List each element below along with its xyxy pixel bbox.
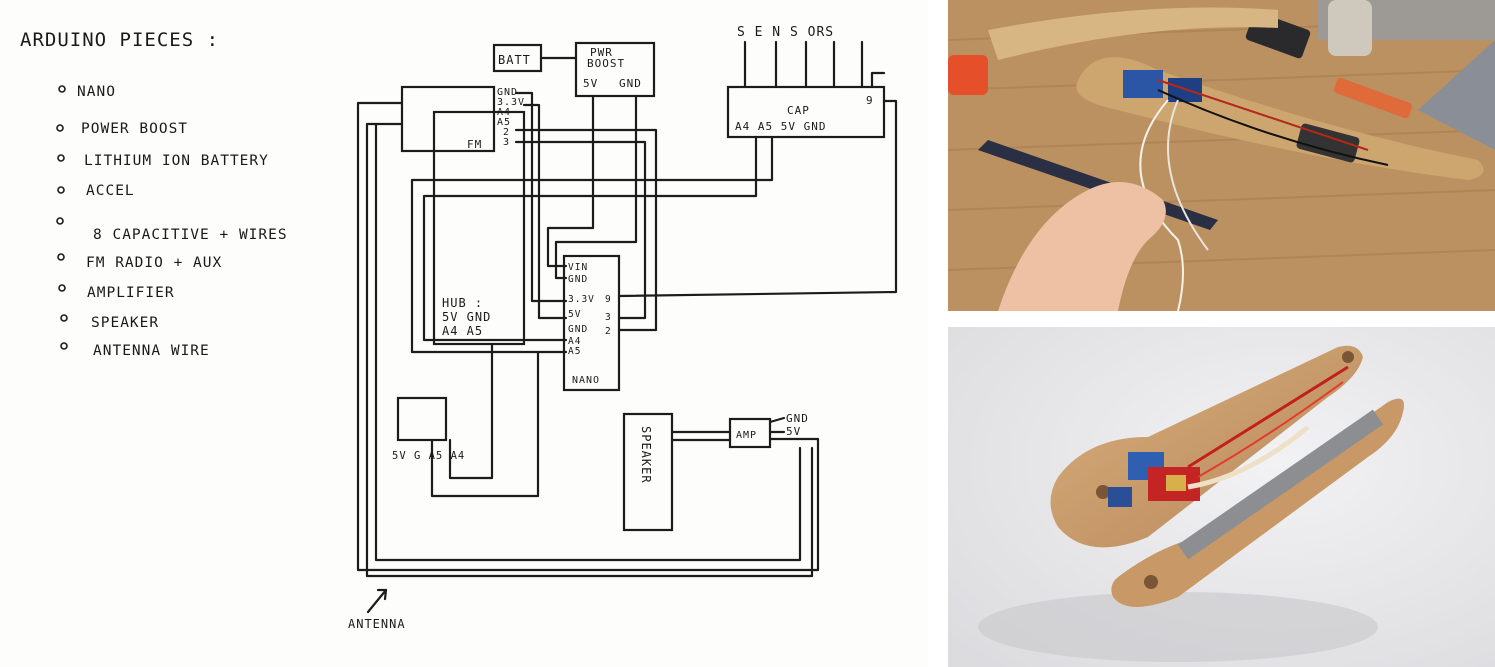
svg-text:5V: 5V	[568, 309, 581, 320]
svg-text:5V GND: 5V GND	[442, 310, 491, 324]
svg-text:3.3V: 3.3V	[497, 97, 525, 108]
amp-box: AMP GND 5V	[728, 412, 809, 449]
wires	[356, 71, 898, 614]
svg-text:3: 3	[605, 312, 612, 323]
svg-text:3: 3	[503, 137, 510, 148]
svg-text:SPEAKER: SPEAKER	[639, 426, 653, 484]
svg-text:5V G A5 A4: 5V G A5 A4	[392, 450, 465, 462]
fm-module: FM GND 3.3V A4 A5 2 3	[400, 85, 525, 153]
svg-text:A4: A4	[568, 336, 581, 347]
svg-text:HUB :: HUB :	[442, 296, 483, 310]
battery-box: BATT	[492, 43, 543, 73]
svg-text:9: 9	[866, 94, 874, 107]
svg-text:NANO: NANO	[572, 375, 600, 386]
bullet-icon	[58, 284, 66, 292]
parts-list-item: SPEAKER	[91, 315, 159, 331]
parts-list: NANO POWER BOOST LITHIUM ION BATTERY ACC…	[56, 84, 288, 359]
svg-text:GND: GND	[786, 412, 809, 425]
svg-text:BATT: BATT	[498, 53, 531, 67]
svg-text:2: 2	[503, 127, 510, 138]
bullet-icon	[56, 217, 64, 225]
svg-text:GND: GND	[497, 87, 518, 98]
power-boost-box: PWR BOOST 5V GND	[574, 41, 656, 98]
parts-list-item: 8 CAPACITIVE + WIRES	[93, 227, 288, 243]
nano-board: NANO VIN GND 3.3V 5V GND A4 A5 9 3 2	[562, 254, 621, 392]
svg-text:AMP: AMP	[736, 430, 757, 441]
svg-text:FM: FM	[467, 138, 482, 151]
hub-box: HUB : 5V GND A4 A5	[432, 110, 526, 346]
svg-text:GND: GND	[568, 324, 588, 335]
parts-list-item: FM RADIO + AUX	[86, 255, 222, 271]
svg-text:A4 A5 5V GND: A4 A5 5V GND	[735, 120, 826, 133]
speaker-box: SPEAKER	[622, 412, 674, 532]
sketch-title: ARDUINO PIECES :	[20, 29, 219, 51]
svg-text:3.3V: 3.3V	[568, 294, 595, 305]
bullet-icon	[58, 85, 66, 93]
parts-list-item: LITHIUM ION BATTERY	[84, 153, 269, 169]
bullet-icon	[60, 314, 68, 322]
svg-text:A4 A5: A4 A5	[442, 324, 483, 338]
svg-text:A5: A5	[497, 117, 511, 128]
parts-list-item: NANO	[77, 84, 116, 100]
svg-text:GND: GND	[619, 77, 642, 90]
svg-text:VIN: VIN	[568, 262, 588, 273]
svg-text:GND: GND	[568, 274, 588, 285]
parts-list-item: ACCEL	[86, 183, 135, 199]
bullet-icon	[57, 253, 65, 261]
finished-piece-photo	[948, 327, 1495, 667]
sensor-wires	[743, 40, 864, 89]
svg-text:5V: 5V	[786, 425, 801, 438]
parts-list-item: ANTENNA WIRE	[93, 343, 210, 359]
bullet-icon	[60, 342, 68, 350]
cap-board: CAP A4 A5 5V GND 9	[726, 85, 886, 139]
bullet-icon	[56, 124, 64, 132]
sensors-label: S E N S ORS	[737, 25, 834, 40]
wiring-sketch: ARDUINO PIECES : NANO POWER BOOST LITHIU…	[20, 25, 898, 631]
svg-text:2: 2	[605, 326, 612, 337]
workbench-photo	[948, 0, 1495, 311]
parts-list-item: AMPLIFIER	[87, 285, 175, 301]
svg-text:PWR: PWR	[590, 46, 613, 59]
bullet-icon	[57, 186, 65, 194]
svg-text:BOOST: BOOST	[587, 57, 625, 70]
parts-list-item: POWER BOOST	[81, 121, 188, 137]
bullet-icon	[57, 154, 65, 162]
antenna-label: ANTENNA	[348, 617, 406, 631]
svg-text:CAP: CAP	[787, 104, 810, 117]
svg-text:5V: 5V	[583, 77, 598, 90]
accel-box: 5V G A5 A4	[392, 396, 465, 462]
svg-text:A5: A5	[568, 346, 581, 357]
svg-text:9: 9	[605, 294, 612, 305]
